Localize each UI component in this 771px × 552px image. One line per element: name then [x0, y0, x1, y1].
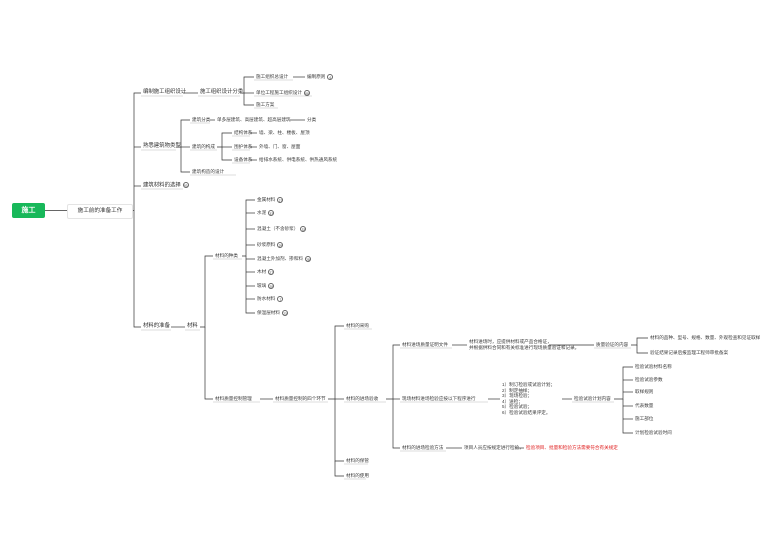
- count-badge: 29: [277, 242, 284, 248]
- node-construction-plan[interactable]: 施工方案: [256, 102, 275, 107]
- node-building-classify[interactable]: 建筑分类: [192, 117, 211, 122]
- plan-item[interactable]: 代表数量: [635, 403, 654, 408]
- count-badge: 7: [277, 296, 284, 302]
- node-building-class[interactable]: 熟悉建筑物类型: [143, 143, 181, 149]
- node-bearing-detail[interactable]: 墙、梁、柱、楼板、屋顶: [259, 130, 310, 135]
- node-recheck-a[interactable]: 材料的品种、型号、规格、数量、外观检查和见证取样: [650, 335, 761, 340]
- node-steps[interactable]: 1）制订检验或试验计划； 2）制定抽样； 3）现场检验； 4）送检； 5）检验试…: [502, 382, 555, 415]
- count-badge: 93: [182, 182, 189, 188]
- count-badge: 6: [327, 74, 334, 80]
- node-label: 编制原则: [307, 74, 326, 80]
- node-label: 混凝土外加剂、掺和料: [257, 256, 303, 262]
- plan-item[interactable]: 检验试验参数: [635, 377, 663, 382]
- node-acceptance[interactable]: 材料的进场验收: [346, 396, 379, 401]
- root-node[interactable]: 施工: [12, 203, 45, 218]
- node-bearing[interactable]: 结构体系: [234, 130, 253, 135]
- node-building-structure[interactable]: 建筑的构成: [192, 144, 215, 149]
- count-badge: 88: [303, 90, 310, 96]
- count-badge: 27: [277, 197, 284, 203]
- node-overall-design[interactable]: 施工组织总设计: [256, 74, 289, 79]
- node-recheck-content[interactable]: 质量验证的内容: [596, 342, 629, 347]
- plan-item[interactable]: 取样规则: [635, 389, 654, 394]
- node-entry-check-desc[interactable]: 项目人员应按规定进行检验，: [464, 445, 524, 450]
- node-label: 木材: [257, 269, 267, 275]
- node-envelope[interactable]: 围护体系: [234, 144, 253, 149]
- node-plan-content[interactable]: 检验试验计划内容: [574, 396, 611, 401]
- node-entry-check-highlight[interactable]: 检验项目、批量和检验方法需要符合有关规定: [526, 445, 618, 450]
- node-label: 保温层材料: [257, 310, 280, 316]
- step-line: 3）现场检验；: [502, 393, 533, 398]
- material-item[interactable]: 混凝土（不含砂浆）33: [257, 226, 307, 232]
- node-sampling-intro[interactable]: 现场材料进场检验应按以下程序进行: [402, 396, 476, 401]
- node-storage[interactable]: 材料的保管: [346, 458, 369, 463]
- node-materials[interactable]: 材料的准备: [143, 323, 170, 329]
- node-label: 建筑材料的选择: [143, 182, 181, 189]
- step-line: 1）制订检验或试验计划；: [502, 382, 556, 387]
- node-building-layout[interactable]: 建筑构造的设计: [192, 169, 225, 174]
- node-quality-doc[interactable]: 材料进场质量证明文件: [402, 342, 448, 347]
- desc-line: 并根据供料合同和有关标准进行现场质量验证和记录。: [469, 344, 580, 350]
- count-badge: 33: [300, 226, 307, 232]
- node-label: 金属材料: [257, 197, 276, 203]
- plan-item[interactable]: 施工部位: [635, 416, 654, 421]
- node-recheck-b[interactable]: 验证结果记录后报监理工程师审批备案: [650, 350, 729, 355]
- count-badge: 23: [281, 310, 288, 316]
- count-badge: 27: [268, 269, 275, 275]
- node-quality-mgmt[interactable]: 材料质量控制管理: [215, 396, 252, 401]
- node-purchase[interactable]: 材料的采购: [346, 323, 369, 328]
- node-material[interactable]: 材料: [187, 323, 198, 329]
- node-equipment-detail[interactable]: 给排水系统、供电系统、供热通风系统: [259, 157, 338, 162]
- desc-line: 材料进场时，应提供材料或产品合格证，: [469, 339, 552, 344]
- node-classify-detail[interactable]: 单多层建筑、高层建筑、超高层建筑: [217, 117, 291, 122]
- count-badge: 28: [304, 256, 311, 262]
- step-line: 4）送检；: [502, 398, 523, 404]
- main-topic[interactable]: 施工前的准备工作: [67, 204, 133, 219]
- step-line: 6）检验试验结果评定。: [502, 409, 551, 415]
- count-badge: 28: [268, 283, 275, 289]
- node-label: 水泥: [257, 210, 267, 216]
- node-design-category[interactable]: 施工组织设计分类: [200, 89, 244, 95]
- node-label: 混凝土（不含砂浆）: [257, 226, 299, 232]
- node-equipment[interactable]: 设备体系: [234, 157, 253, 162]
- node-label: 砂浆原料: [257, 242, 276, 248]
- node-prep-design[interactable]: 编制施工组织设计: [143, 89, 187, 95]
- count-badge: 33: [268, 210, 275, 216]
- node-label: 防水材料: [257, 296, 276, 302]
- step-line: 5）检验试验；: [502, 404, 533, 409]
- node-use[interactable]: 材料的使用: [346, 473, 369, 478]
- node-entry-check[interactable]: 材料的进场检验方法: [402, 445, 444, 450]
- node-four-links[interactable]: 材料质量控制的四个环节: [275, 396, 326, 401]
- node-quality-doc-desc[interactable]: 材料进场时，应提供材料或产品合格证， 并根据供料合同和有关标准进行现场质量验证和…: [469, 339, 579, 350]
- node-envelope-detail[interactable]: 外墙、门、窗、屋面: [259, 144, 301, 149]
- node-label: 单位工程施工组织设计: [256, 90, 302, 96]
- node-label: 玻璃: [257, 283, 267, 289]
- step-line: 2）制定抽样；: [502, 387, 533, 393]
- plan-item[interactable]: 检验试验材料名称: [635, 364, 672, 369]
- plan-item[interactable]: 计划检验试验时间: [635, 430, 672, 435]
- node-classify-leaf[interactable]: 分类: [307, 117, 317, 122]
- node-material-kinds[interactable]: 材料的种类: [215, 253, 238, 258]
